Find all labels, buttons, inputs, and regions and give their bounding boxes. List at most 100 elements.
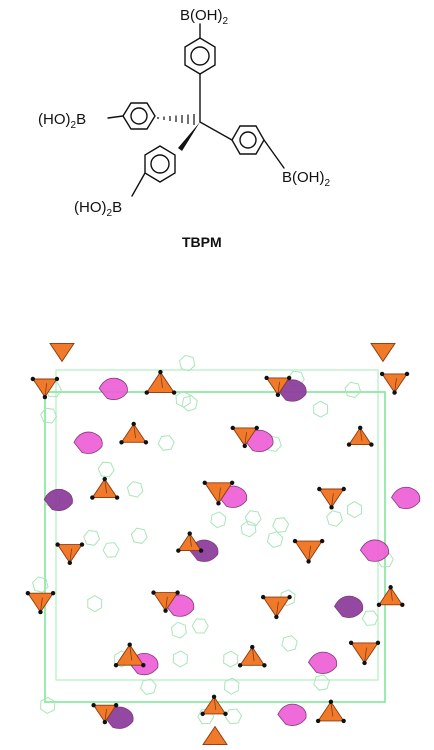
- tetrahedron-vertex: [55, 542, 60, 547]
- ring-unit: [359, 539, 390, 562]
- tetrahedron-vertex: [25, 590, 31, 596]
- tetrahedron-vertex: [113, 702, 119, 708]
- faint-ring: [281, 635, 298, 652]
- tetrahedron: [152, 592, 179, 612]
- tetrahedron-edge: [394, 378, 397, 393]
- tetrahedron-vertex: [287, 594, 292, 600]
- tetrahedron-vertex: [202, 480, 207, 485]
- tetrahedron-vertex: [379, 371, 385, 377]
- tetrahedron: [145, 371, 175, 394]
- tetrahedron-vertex: [216, 501, 221, 506]
- tetrahedron-vertex: [317, 486, 322, 492]
- tetrahedron: [201, 695, 227, 715]
- crystal-structure: [25, 342, 421, 746]
- molecule-name: TBPM: [182, 234, 222, 250]
- tetrahedron-vertex: [163, 608, 168, 613]
- tetrahedron-vertex: [328, 699, 334, 704]
- tetrahedron-vertex: [102, 719, 108, 725]
- tetrahedron-vertex: [348, 640, 354, 646]
- ring-unit: [277, 703, 307, 726]
- tetrahedra: [25, 342, 410, 746]
- tetrahedron: [203, 482, 234, 505]
- tetrahedron: [294, 540, 323, 563]
- tetrahedron-edge: [40, 597, 43, 613]
- tetrahedron-vertex: [346, 442, 352, 447]
- tetrahedron-vertex: [198, 548, 204, 553]
- right-phenyl-ring: [231, 125, 265, 155]
- ring-unit: [308, 651, 338, 674]
- tetrahedron-vertex: [230, 425, 235, 431]
- faint-ring: [266, 531, 284, 548]
- tetrahedron-vertex: [67, 560, 72, 566]
- faint-ring: [175, 390, 191, 408]
- bottom-phenyl-ring: [144, 145, 176, 183]
- tetrahedron-vertex: [275, 392, 281, 398]
- tetrahedron: [177, 532, 202, 552]
- ring-units: [43, 377, 421, 729]
- tetrahedron-vertex: [250, 644, 255, 650]
- tetrahedron-vertex: [223, 711, 228, 717]
- tetrahedron: [378, 586, 404, 606]
- tetrahedron-edge: [244, 432, 247, 446]
- faint-ring: [140, 678, 157, 695]
- tetrahedron-vertex: [114, 495, 120, 500]
- tetrahedron-vertex: [176, 548, 181, 553]
- tetrahedron: [350, 642, 379, 664]
- tetrahedron: [91, 478, 118, 499]
- faint-ring: [244, 510, 262, 527]
- tetrahedron-edge: [213, 696, 217, 710]
- faint-ring: [224, 708, 243, 725]
- faint-ring: [172, 650, 188, 668]
- faint-ring: [347, 501, 363, 519]
- tetrahedron-vertex: [286, 375, 292, 381]
- tetrahedron-vertex: [341, 486, 346, 492]
- faint-ring: [344, 381, 362, 399]
- tetrahedron-edge: [129, 644, 133, 661]
- faint-ring: [181, 394, 198, 412]
- tetrahedron: [262, 596, 291, 618]
- tetrahedron-edge: [275, 601, 279, 617]
- faint-ring: [87, 595, 103, 613]
- corner-tetrahedron: [370, 342, 396, 363]
- tetrahedron-vertex: [260, 594, 266, 600]
- faint-ring: [272, 517, 290, 533]
- tetrahedron-edge: [160, 372, 163, 388]
- right-central-bond: [199, 121, 233, 141]
- tetrahedron-vertex: [113, 662, 119, 668]
- tetrahedron-edge: [218, 487, 221, 504]
- left-boron-label: (HO)2B: [38, 111, 86, 131]
- tetrahedron-vertex: [175, 590, 180, 595]
- ring-unit: [98, 377, 128, 400]
- bottom-boron-label: (HO)2B: [74, 199, 122, 219]
- faint-ring: [32, 576, 49, 593]
- tetrahedron-edge: [165, 596, 168, 611]
- faint-ring: [97, 461, 115, 478]
- tetrahedron-vertex: [143, 440, 149, 445]
- tetrahedron-vertex: [315, 718, 321, 724]
- tetrahedron-edge: [44, 383, 48, 398]
- tetrahedron-edge: [251, 647, 255, 662]
- tetrahedron-vertex: [376, 602, 382, 607]
- tetrahedron-edge: [104, 479, 107, 494]
- tbpm-structure: B(OH)2 (HO)2B B(OH)2 (HO)2B: [38, 7, 331, 219]
- right-boron-bond: [263, 139, 285, 169]
- faint-ring: [83, 529, 101, 546]
- tetrahedron-vertex: [388, 585, 393, 590]
- faint-ring: [170, 621, 187, 639]
- tetrahedron: [56, 544, 83, 564]
- tetrahedron-vertex: [292, 538, 298, 544]
- tetrahedron-vertex: [90, 495, 95, 500]
- faint-ring: [361, 610, 379, 626]
- tetrahedron-edge: [133, 423, 136, 439]
- tetrahedron: [318, 488, 345, 509]
- bottom-boron-bond: [131, 172, 146, 197]
- tetrahedron-edge: [330, 701, 334, 717]
- faint-framework: [32, 354, 394, 725]
- tetrahedron: [265, 377, 290, 396]
- tetrahedron: [32, 378, 58, 398]
- tetrahedron-vertex: [144, 390, 149, 395]
- tetrahedron-vertex: [127, 642, 132, 647]
- tetrahedron-vertex: [229, 480, 235, 485]
- tetrahedron-vertex: [400, 602, 405, 607]
